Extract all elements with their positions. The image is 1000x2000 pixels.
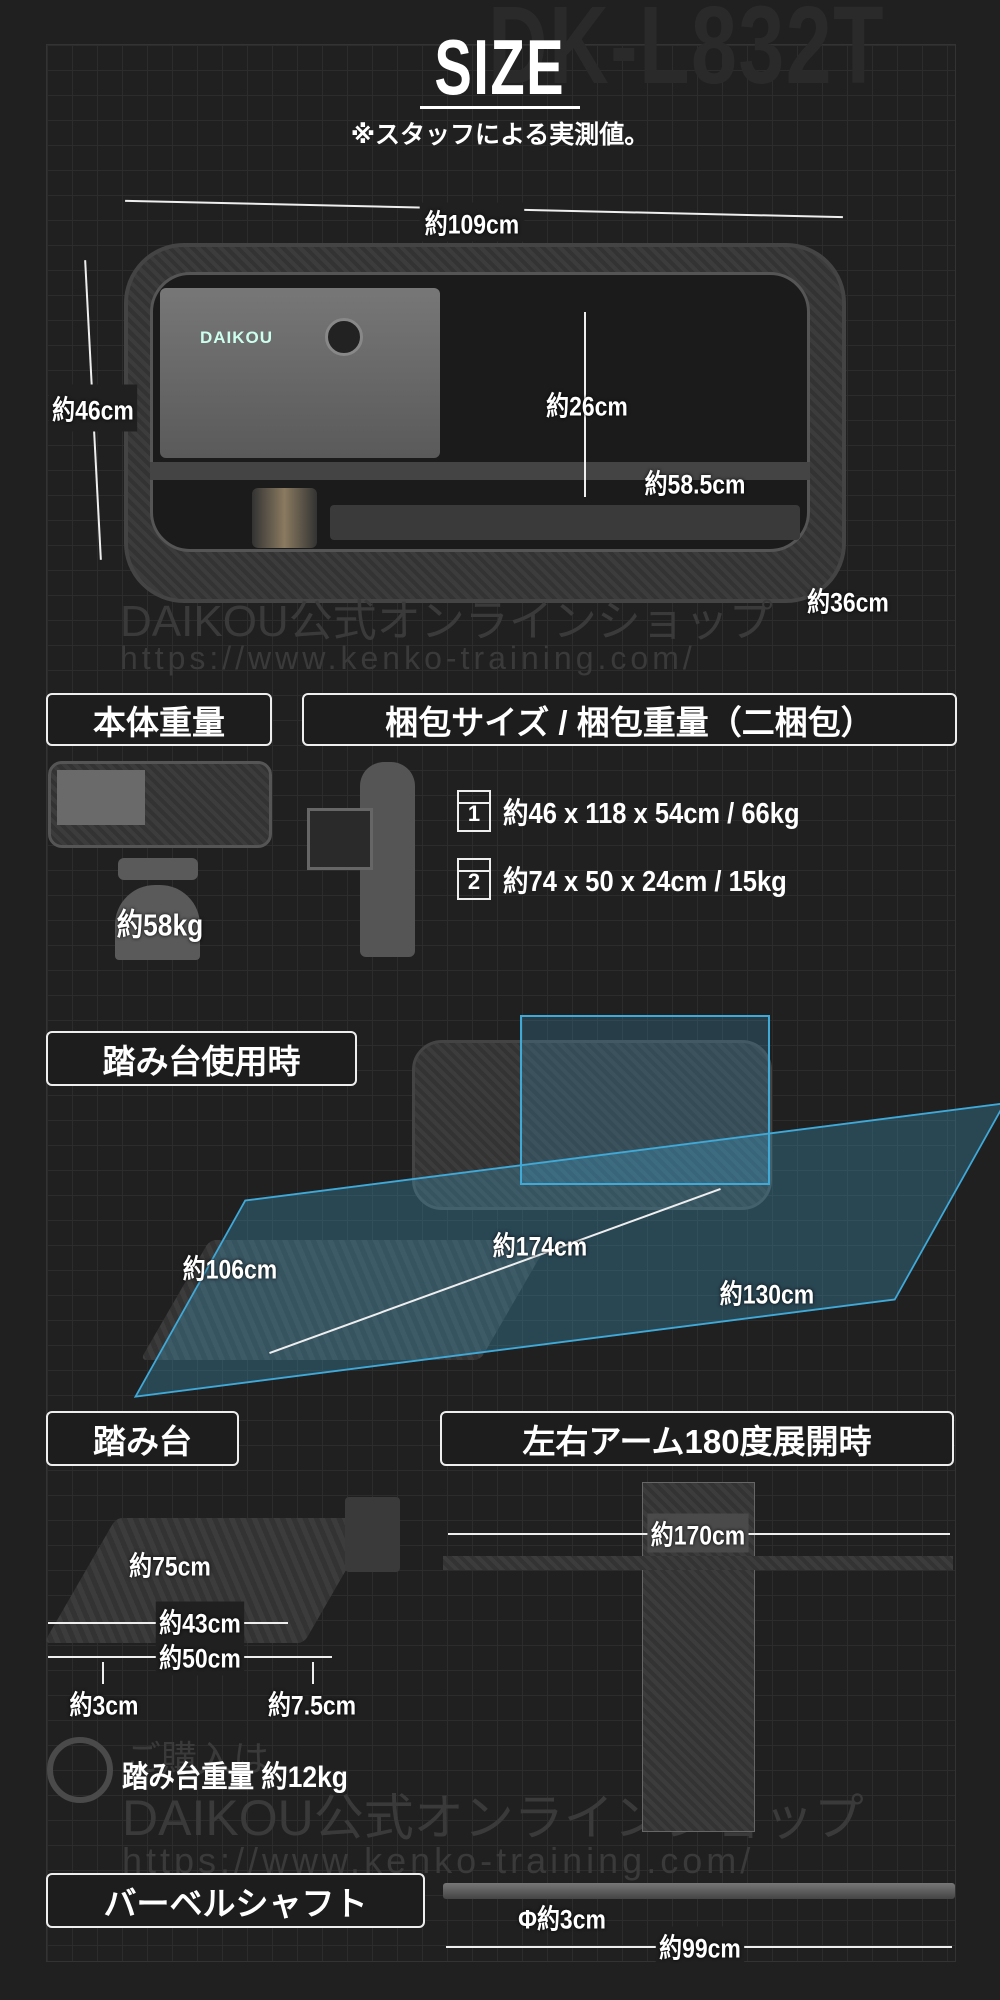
label-barbell: バーベルシャフト	[46, 1873, 425, 1928]
product-thumbnail	[48, 761, 272, 848]
purchase-watermark: ご購入は	[125, 1738, 270, 1779]
dim-step-thickness: 約3cm	[69, 1690, 139, 1721]
package-box-icon	[307, 808, 373, 870]
dim-step-diagonal: 約174cm	[492, 1231, 588, 1262]
scale-body	[115, 885, 200, 960]
knob	[325, 318, 363, 356]
package-row-2: 2 約74 x 50 x 24cm / 15kg	[457, 858, 825, 900]
label-step-use: 踏み台使用時	[46, 1031, 357, 1086]
dim-step-width: 約50cm	[155, 1636, 245, 1676]
page-title: SIZE	[434, 23, 566, 111]
package-icon: 1	[457, 790, 491, 832]
url-watermark: https://www.kenko-training.com/	[120, 640, 696, 676]
dim-height: 約46cm	[48, 384, 138, 432]
dim-inner-height: 約26cm	[546, 391, 628, 422]
label-arms: 左右アーム180度展開時	[440, 1411, 954, 1466]
dim-step-height: 約7.5cm	[267, 1690, 357, 1721]
body-weight-value: 約58kg	[116, 907, 204, 943]
thumbnail-console	[57, 770, 145, 825]
dim-width: 約109cm	[419, 202, 525, 242]
product-logo: DAIKOU	[200, 328, 274, 347]
title-underline	[420, 106, 580, 109]
dim-inner-width: 約58.5cm	[644, 469, 746, 500]
product-unit	[412, 1040, 772, 1210]
dim-line-inner-height	[584, 312, 586, 497]
label-body-weight: 本体重量	[46, 693, 272, 746]
step-riser	[345, 1497, 400, 1572]
dim-step-width: 約106cm	[182, 1254, 278, 1285]
dim-step-length: 約130cm	[719, 1279, 815, 1310]
dim-barbell-diameter: Φ約3cm	[518, 1904, 606, 1935]
product-console	[160, 288, 440, 458]
dim-arm-width: 約170cm	[647, 1513, 749, 1553]
dim-barbell-length: 約99cm	[655, 1926, 745, 1966]
arm-bar	[443, 1556, 953, 1570]
shop-watermark: DAIKOU公式オンラインショップ	[120, 597, 773, 646]
dim-line-3	[102, 1662, 104, 1684]
dim-depth: 約36cm	[807, 587, 889, 618]
dim-step-inner-width: 約43cm	[155, 1601, 245, 1641]
scale-icon	[118, 858, 198, 880]
product-bar	[330, 505, 800, 540]
package-row-1: 1 約46 x 118 x 54cm / 66kg	[457, 790, 840, 832]
package-2-text: 約74 x 50 x 24cm / 15kg	[503, 866, 787, 898]
model-watermark: DK-L832T	[488, 0, 886, 107]
dim-step-length: 約75cm	[129, 1551, 211, 1582]
blue-volume	[520, 1015, 770, 1185]
package-icon: 2	[457, 858, 491, 900]
product-cylinder	[252, 488, 317, 548]
label-step: 踏み台	[46, 1411, 239, 1466]
step-weight: 踏み台重量 約12kg	[122, 1761, 348, 1794]
scale-circle-icon	[47, 1737, 113, 1803]
package-1-text: 約46 x 118 x 54cm / 66kg	[503, 798, 800, 830]
dim-line-75	[312, 1662, 314, 1684]
barbell-shaft	[443, 1883, 955, 1899]
product-shelf	[150, 462, 810, 480]
page-subtitle: ※スタッフによる実測値。	[350, 121, 650, 149]
label-packaging: 梱包サイズ / 梱包重量（二梱包）	[302, 693, 957, 746]
